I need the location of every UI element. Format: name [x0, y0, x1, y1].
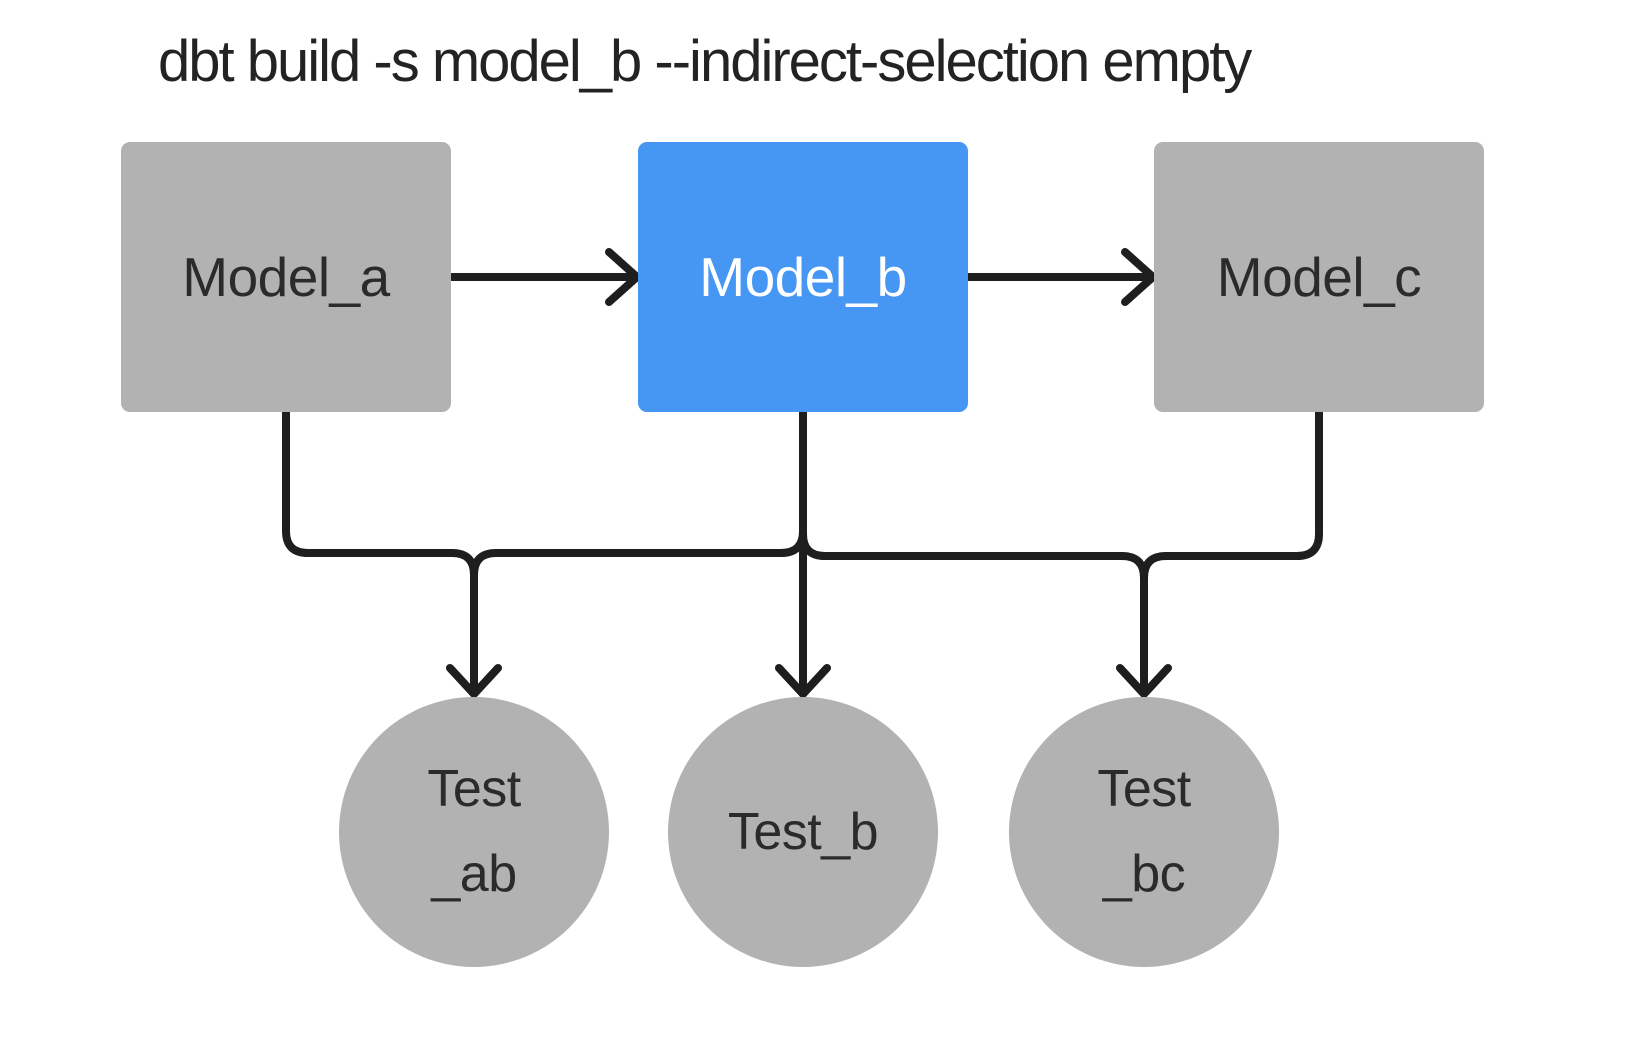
- arrowhead-into-test-b: [775, 664, 831, 698]
- node-model-a: Model_a: [121, 142, 451, 412]
- edge-model-c-to-test-bc: [1140, 408, 1323, 690]
- edge-model-a-to-test-ab: [282, 408, 478, 690]
- node-model-c-label: Model_c: [1216, 246, 1422, 308]
- node-test-bc-label-line2: _bc: [1102, 845, 1186, 903]
- diagram-title: dbt build -s model_b --indirect-selectio…: [158, 29, 1252, 94]
- arrowhead-into-test-ab: [446, 664, 502, 698]
- node-model-a-label: Model_a: [182, 246, 390, 308]
- node-test-b: Test_b: [668, 697, 938, 967]
- arrowhead-into-model-c: [1121, 248, 1157, 306]
- node-test-bc-label-line1: Test: [1097, 760, 1191, 818]
- node-model-b-label: Model_b: [699, 246, 907, 308]
- node-test-bc: Test _bc: [1009, 697, 1279, 967]
- node-test-ab: Test _ab: [339, 697, 609, 967]
- node-model-c: Model_c: [1154, 142, 1484, 412]
- edge-model-b-to-test-ab: [470, 527, 807, 690]
- arrowhead-into-model-b: [605, 248, 641, 306]
- node-test-ab-label-line2: _ab: [431, 845, 517, 903]
- arrowhead-into-test-bc: [1116, 664, 1172, 698]
- edge-model-b-to-test-bc: [799, 530, 1148, 690]
- node-model-b-selected: Model_b: [638, 142, 968, 412]
- node-test-ab-label-line1: Test: [427, 760, 521, 818]
- node-test-b-label-line1: Test_b: [727, 802, 879, 861]
